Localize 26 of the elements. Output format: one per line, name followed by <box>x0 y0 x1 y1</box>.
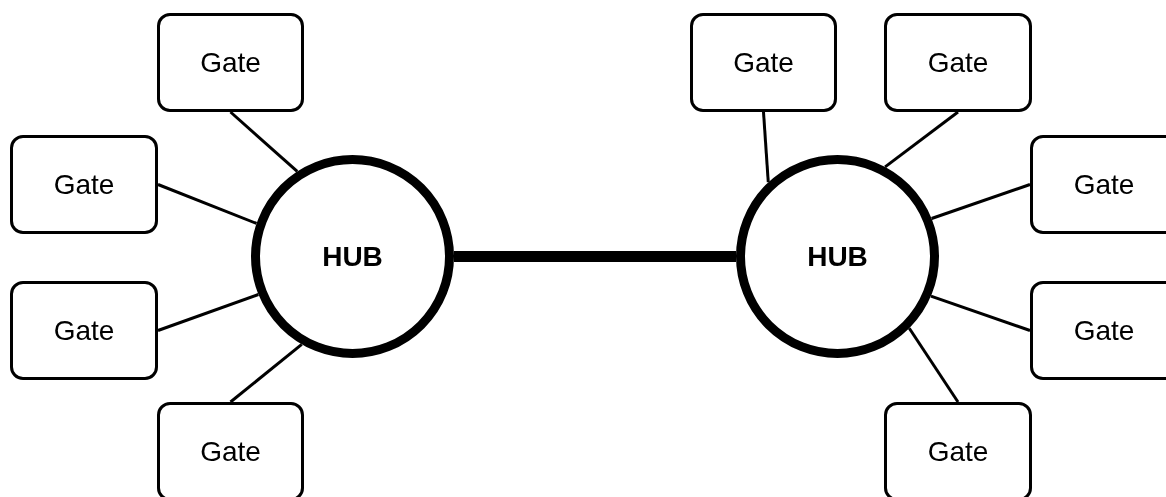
node-label: Gate <box>1073 316 1135 345</box>
connector-line <box>229 110 299 173</box>
node-box <box>10 281 158 380</box>
connector-line <box>884 110 959 169</box>
node-box <box>1030 135 1166 234</box>
node-label: HUB <box>322 242 383 271</box>
node-box <box>1030 281 1166 380</box>
node-label: Gate <box>927 437 989 466</box>
node-label: Gate <box>733 48 794 77</box>
thick-connector-line <box>454 251 736 262</box>
node-label: Gate <box>1073 170 1135 199</box>
connector-line <box>908 327 960 403</box>
connector-line <box>229 343 303 404</box>
connector-line <box>762 111 770 183</box>
node-label: Gate <box>53 170 115 199</box>
node-label: Gate <box>927 48 989 77</box>
node-box <box>884 13 1032 112</box>
node-label: Gate <box>200 437 261 466</box>
node-box <box>884 402 1032 497</box>
node-box <box>157 13 304 112</box>
node-label: Gate <box>200 48 261 77</box>
node-label: HUB <box>807 242 868 271</box>
node-box <box>690 13 837 112</box>
node-label: Gate <box>53 316 115 345</box>
node-box <box>157 402 304 497</box>
node-box <box>10 135 158 234</box>
